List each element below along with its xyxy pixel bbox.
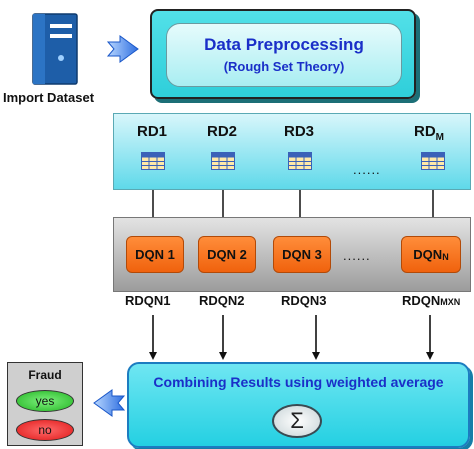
table-grid-icon bbox=[288, 152, 312, 170]
rd-ellipsis: ...... bbox=[353, 162, 381, 177]
preprocessing-title: Data Preprocessing bbox=[204, 35, 364, 54]
double-arrow-icon bbox=[93, 389, 126, 417]
dqn-node-2: DQN 2 bbox=[198, 236, 256, 273]
combine-title: Combining Results using weighted average bbox=[153, 374, 444, 390]
fraud-no-badge: no bbox=[16, 419, 74, 441]
data-preprocessing-panel: Data Preprocessing (Rough Set Theory) bbox=[166, 23, 402, 87]
sigma-icon: Σ bbox=[272, 404, 322, 438]
combine-results-box: Combining Results using weighted average… bbox=[127, 362, 470, 448]
table-grid-icon bbox=[211, 152, 235, 170]
dqn-node-1: DQN 1 bbox=[126, 236, 184, 273]
rd-label-2: RD2 bbox=[207, 123, 238, 140]
rd-label-m: RDM bbox=[414, 123, 445, 143]
server-icon bbox=[30, 12, 80, 86]
table-grid-icon bbox=[421, 152, 445, 170]
fraud-yes-badge: yes bbox=[16, 390, 74, 412]
table-grid-icon bbox=[141, 152, 165, 170]
import-dataset-label: Import Dataset bbox=[3, 90, 95, 105]
dqn-ellipsis: ...... bbox=[343, 248, 371, 263]
rdqn-label-2: RDQN2 bbox=[199, 293, 245, 308]
double-arrow-icon bbox=[106, 35, 139, 63]
fraud-title: Fraud bbox=[28, 368, 62, 382]
rdqn-label-1: RDQN1 bbox=[125, 293, 171, 308]
rd-label-1: RD1 bbox=[137, 123, 168, 140]
rd-label-3: RD3 bbox=[284, 123, 315, 140]
dqn-node-3: DQN 3 bbox=[273, 236, 331, 273]
fraud-output-box: Fraud yes no bbox=[7, 362, 83, 446]
rdqn-label-3: RDQN3 bbox=[281, 293, 327, 308]
data-preprocessing-box: Data Preprocessing (Rough Set Theory) bbox=[150, 9, 416, 99]
reduct-band bbox=[113, 113, 471, 190]
rdqn-label-mxn: RDQNMXN bbox=[402, 293, 461, 308]
preprocessing-subtitle: (Rough Set Theory) bbox=[223, 59, 345, 74]
